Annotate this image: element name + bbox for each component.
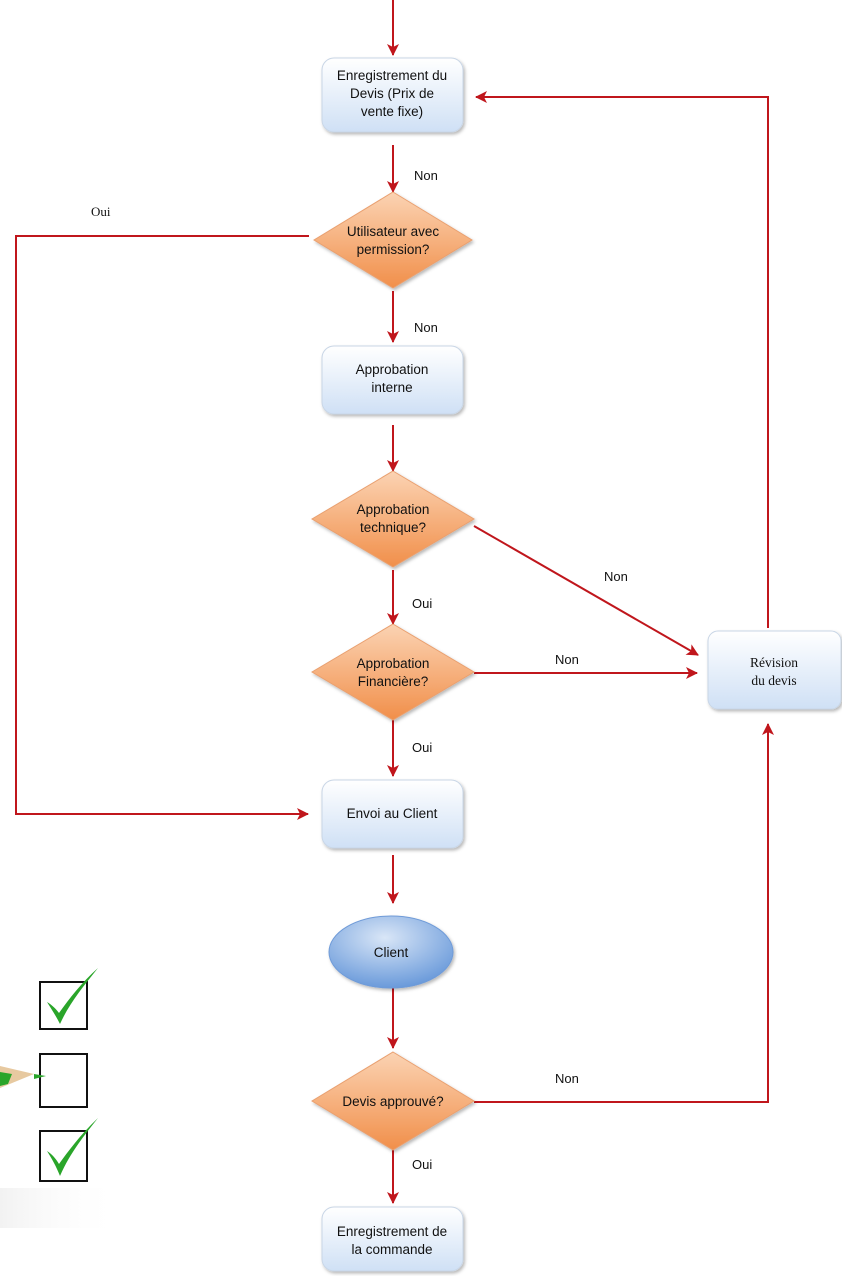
- process-envoi-client: Envoi au Client: [321, 779, 464, 849]
- label-non-financiere: Non: [555, 652, 579, 667]
- decision-devis-approuve: Devis approuvé?: [311, 1051, 475, 1151]
- node-label-line: Client: [374, 945, 409, 960]
- label-non-devis: Non: [414, 168, 438, 183]
- label-non-permission: Non: [414, 320, 438, 335]
- node-label-line: technique?: [360, 520, 426, 535]
- label-oui-technique: Oui: [412, 596, 432, 611]
- process-revision-devis: Révision du devis: [707, 630, 842, 710]
- node-label-line: du devis: [751, 673, 796, 688]
- checklist-illustration: [0, 968, 122, 1228]
- label-non-technique: Non: [604, 569, 628, 584]
- process-enregistrement-commande: Enregistrement de la commande: [321, 1206, 464, 1272]
- process-enregistrement-devis: Enregistrement du Devis (Prix de vente f…: [321, 57, 464, 133]
- decision-approbation-technique: Approbation technique?: [311, 470, 475, 568]
- node-label-line: Enregistrement du: [337, 68, 447, 83]
- checkbox-unchecked-icon: [39, 1053, 88, 1108]
- label-oui-permission: Oui: [91, 204, 111, 219]
- pencil-icon: [0, 1066, 46, 1088]
- label-non-approuve: Non: [555, 1071, 579, 1086]
- node-label-line: Devis (Prix de: [350, 86, 434, 101]
- node-label-line: Approbation: [356, 362, 429, 377]
- pencil-shadow: [0, 1188, 122, 1228]
- node-label-line: Révision: [750, 655, 798, 670]
- decision-utilisateur-permission: Utilisateur avec permission?: [313, 191, 473, 289]
- process-approbation-interne: Approbation interne: [321, 345, 464, 415]
- node-label-line: permission?: [357, 242, 430, 257]
- node-label-line: Utilisateur avec: [347, 224, 440, 239]
- node-label-line: Approbation: [357, 502, 430, 517]
- node-label-line: Financière?: [358, 674, 429, 689]
- node-label-line: Approbation: [357, 656, 430, 671]
- arrow-permission-oui-to-envoi: [15, 235, 309, 820]
- decision-approbation-financiere: Approbation Financière?: [311, 623, 475, 721]
- node-label-line: Envoi au Client: [347, 806, 438, 821]
- arrow-revision-to-devis: [475, 91, 769, 628]
- label-oui-financiere: Oui: [412, 740, 432, 755]
- node-label-line: interne: [371, 380, 412, 395]
- node-label-line: Enregistrement de: [337, 1224, 447, 1239]
- arrow-approuve-non-to-revision: [474, 723, 774, 1103]
- label-oui-approuve: Oui: [412, 1157, 432, 1172]
- checkbox-checked-icon: [39, 968, 98, 1030]
- terminal-client: Client: [328, 915, 454, 989]
- node-label-line: vente fixe): [361, 104, 423, 119]
- checkbox-checked-icon: [39, 1118, 98, 1182]
- node-label-line: Devis approuvé?: [342, 1094, 443, 1109]
- edge-labels: Non Oui Non Non Oui Non Oui Non Oui: [91, 168, 628, 1172]
- node-label-line: la commande: [351, 1242, 432, 1257]
- arrow-technique-non-to-revision: [473, 525, 699, 656]
- connectors: [15, 0, 774, 1204]
